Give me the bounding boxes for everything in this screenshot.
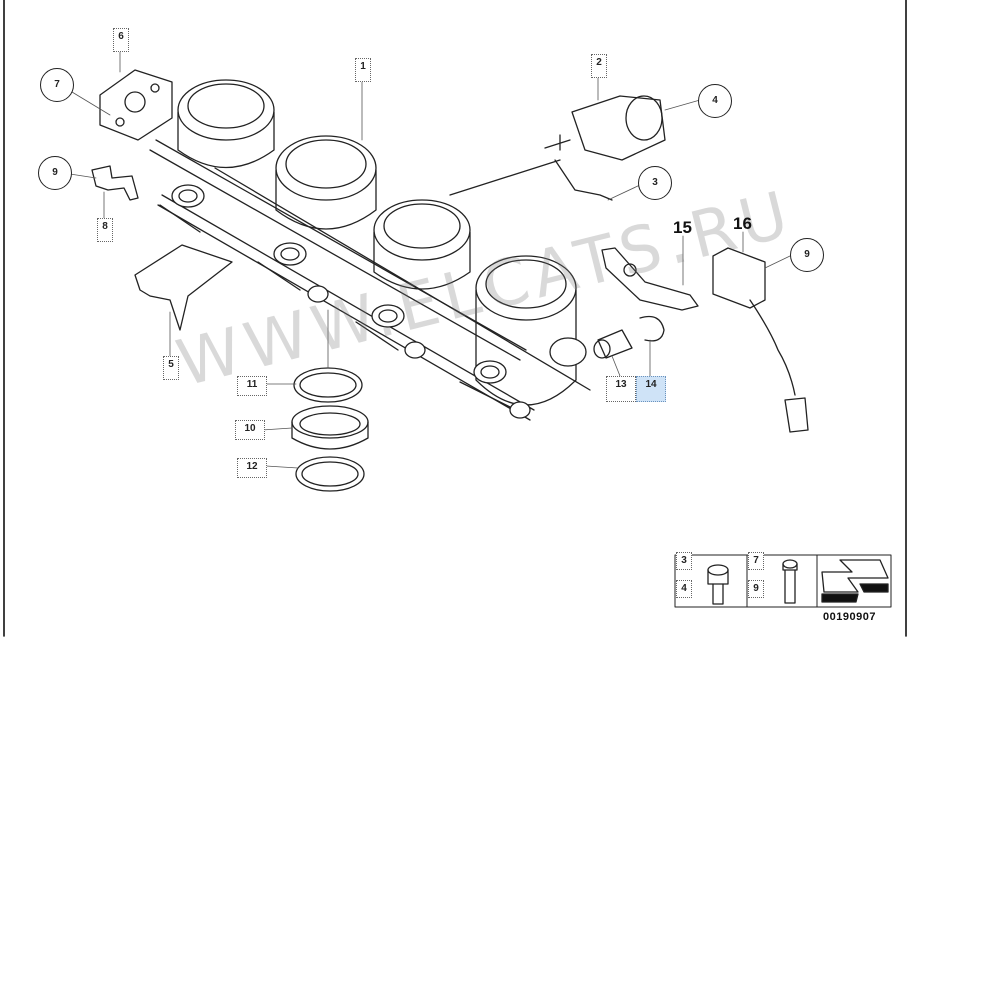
callout-13: 13	[606, 376, 636, 402]
callout-12: 12	[237, 458, 267, 478]
callout-11: 11	[237, 376, 267, 396]
callout-6: 6	[113, 28, 129, 52]
legend-label-3: 3	[676, 552, 692, 570]
callout-15: 15	[673, 218, 692, 237]
callout-9-right: 9	[790, 238, 824, 272]
callout-7: 7	[40, 68, 74, 102]
callout-2: 2	[591, 54, 607, 78]
legend-label-7: 7	[748, 552, 764, 570]
callout-16: 16	[733, 214, 752, 233]
callout-8: 8	[97, 218, 113, 242]
legend-label-4: 4	[676, 580, 692, 598]
callout-1: 1	[355, 58, 371, 82]
callout-9-left: 9	[38, 156, 72, 190]
callout-14-highlighted[interactable]: 14	[636, 376, 666, 402]
callout-10: 10	[235, 420, 265, 440]
diagram-code: 00190907	[823, 611, 876, 623]
callout-5: 5	[163, 356, 179, 380]
callout-3: 3	[638, 166, 672, 200]
callout-4: 4	[698, 84, 732, 118]
legend-label-9: 9	[748, 580, 764, 598]
